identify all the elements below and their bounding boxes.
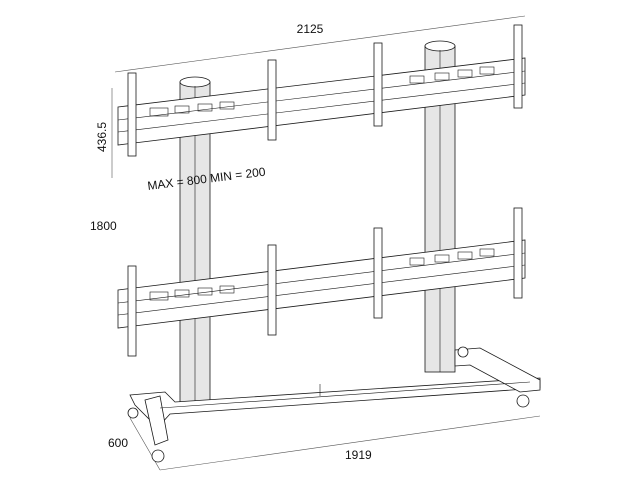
lower-mount — [117, 207, 526, 357]
base-frame — [127, 346, 541, 463]
total-height-label: 1800 — [90, 219, 117, 233]
upper-mount — [117, 24, 526, 157]
total-width-label: 2125 — [297, 22, 324, 36]
mount-height-label: 436.5 — [95, 122, 109, 152]
base-width-label: 1919 — [345, 448, 372, 462]
depth-label: 600 — [108, 436, 128, 450]
